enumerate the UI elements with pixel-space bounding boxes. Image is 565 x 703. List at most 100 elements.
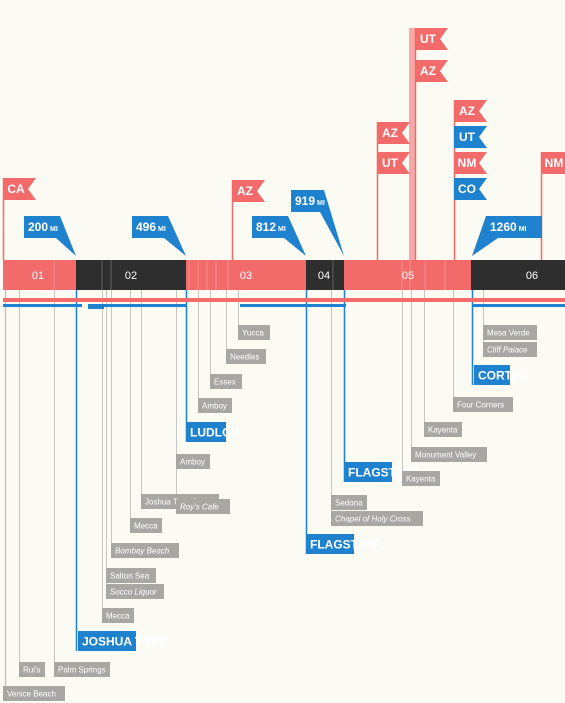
stop-label: Bombay Beach xyxy=(115,547,170,556)
state-flag-label: CA xyxy=(7,182,25,196)
stop-label-box xyxy=(106,584,164,599)
state-flag-label: UT xyxy=(382,156,399,170)
state-flag-label: AZ xyxy=(237,184,253,198)
distance-unit: MI xyxy=(519,226,527,233)
state-flag xyxy=(415,60,448,82)
stop-label-box xyxy=(186,422,226,442)
day-segment xyxy=(344,260,471,290)
stop-label: Essex xyxy=(214,378,236,387)
stop-label-box xyxy=(226,349,266,364)
distance-unit: MI xyxy=(278,226,286,233)
stop-label-box xyxy=(238,325,270,340)
state-flag xyxy=(454,100,487,122)
stop-label-box xyxy=(3,686,65,701)
state-flag xyxy=(454,126,487,148)
stop-label-box xyxy=(176,499,230,514)
state-flag xyxy=(454,178,487,200)
day-segment xyxy=(186,260,306,290)
distance-marker xyxy=(132,216,186,256)
city-label: CORTEZ xyxy=(478,369,527,383)
stop-label: Mecca xyxy=(106,612,130,621)
distance-unit: MI xyxy=(317,200,325,207)
stop-label: Kayenta xyxy=(428,426,458,435)
stop-label-box xyxy=(19,662,45,677)
stop-label-box xyxy=(402,471,440,486)
stop-label: Mesa Verde xyxy=(487,329,530,338)
stop-label-box xyxy=(474,365,510,385)
stop-label: Sedona xyxy=(335,499,363,508)
state-flag-label: UT xyxy=(420,32,437,46)
distance-number: 496 xyxy=(136,220,156,234)
day-number: 02 xyxy=(125,270,137,282)
stop-label: Kayenta xyxy=(406,475,436,484)
distance-marker xyxy=(252,216,306,256)
stop-label-box xyxy=(306,534,354,554)
route-line-blue xyxy=(3,304,82,307)
stop-label: Salton Sea xyxy=(110,572,150,581)
stop-label-box xyxy=(130,518,162,533)
state-flag xyxy=(377,122,410,144)
city-label: FLAGSTAFF xyxy=(348,466,418,480)
distance-marker xyxy=(291,190,344,256)
stop-label: Amboy xyxy=(202,402,227,411)
state-flag-label: AZ xyxy=(382,126,398,140)
distance-unit: MI xyxy=(158,226,166,233)
stop-label: Chapel of Holy Cross xyxy=(335,515,411,524)
stop-label-box xyxy=(106,568,156,583)
state-flag xyxy=(454,152,487,174)
stop-label-box xyxy=(102,608,134,623)
route-line-blue xyxy=(240,304,346,307)
stop-label: Mecca xyxy=(134,522,158,531)
stop-label: Roy's Cafe xyxy=(180,503,219,512)
distance-unit: MI xyxy=(50,226,58,233)
day-segment xyxy=(3,260,76,290)
state-flag-label: UT xyxy=(459,130,476,144)
day-number: 04 xyxy=(318,270,330,282)
stop-label: Monument Valley xyxy=(415,451,476,460)
stop-label: Four Corners xyxy=(457,401,504,410)
flag-pole-wide xyxy=(409,28,416,260)
day-segment xyxy=(471,260,565,290)
state-flag-label: AZ xyxy=(420,64,436,78)
stop-label-box xyxy=(344,462,392,482)
stop-label-box xyxy=(483,325,537,340)
state-flag xyxy=(3,178,36,200)
stop-label-box xyxy=(176,454,210,469)
state-flag-label: NM xyxy=(545,156,564,170)
stop-label-box xyxy=(424,422,462,437)
day-segment xyxy=(306,260,344,290)
stop-label-box xyxy=(111,543,179,558)
state-flag xyxy=(232,180,265,202)
stop-label-box xyxy=(483,342,537,357)
route-detour xyxy=(88,304,104,309)
state-flag-label: NM xyxy=(458,156,477,170)
distance-number: 200 xyxy=(28,220,48,234)
day-segment xyxy=(76,260,186,290)
distance-marker xyxy=(24,216,76,256)
day-number: 03 xyxy=(240,270,252,282)
stop-label-box xyxy=(331,511,423,526)
city-label: FLAGSTAFF xyxy=(310,538,380,552)
state-flag xyxy=(377,152,410,174)
route-line-blue xyxy=(472,304,565,307)
day-number: 06 xyxy=(526,270,538,282)
stop-label: Cliff Palace xyxy=(487,346,528,355)
connector-lines xyxy=(4,290,484,701)
distance-number: 1260 xyxy=(490,220,517,234)
route-line-blue xyxy=(104,304,186,307)
distance-number: 919 xyxy=(295,194,315,208)
stop-label-box xyxy=(78,631,136,651)
distance-number: 812 xyxy=(256,220,276,234)
stop-label: Rui's xyxy=(23,666,41,675)
stop-label-box xyxy=(198,398,232,413)
stop-label: Venice Beach xyxy=(7,690,56,699)
stop-label-box xyxy=(210,374,242,389)
